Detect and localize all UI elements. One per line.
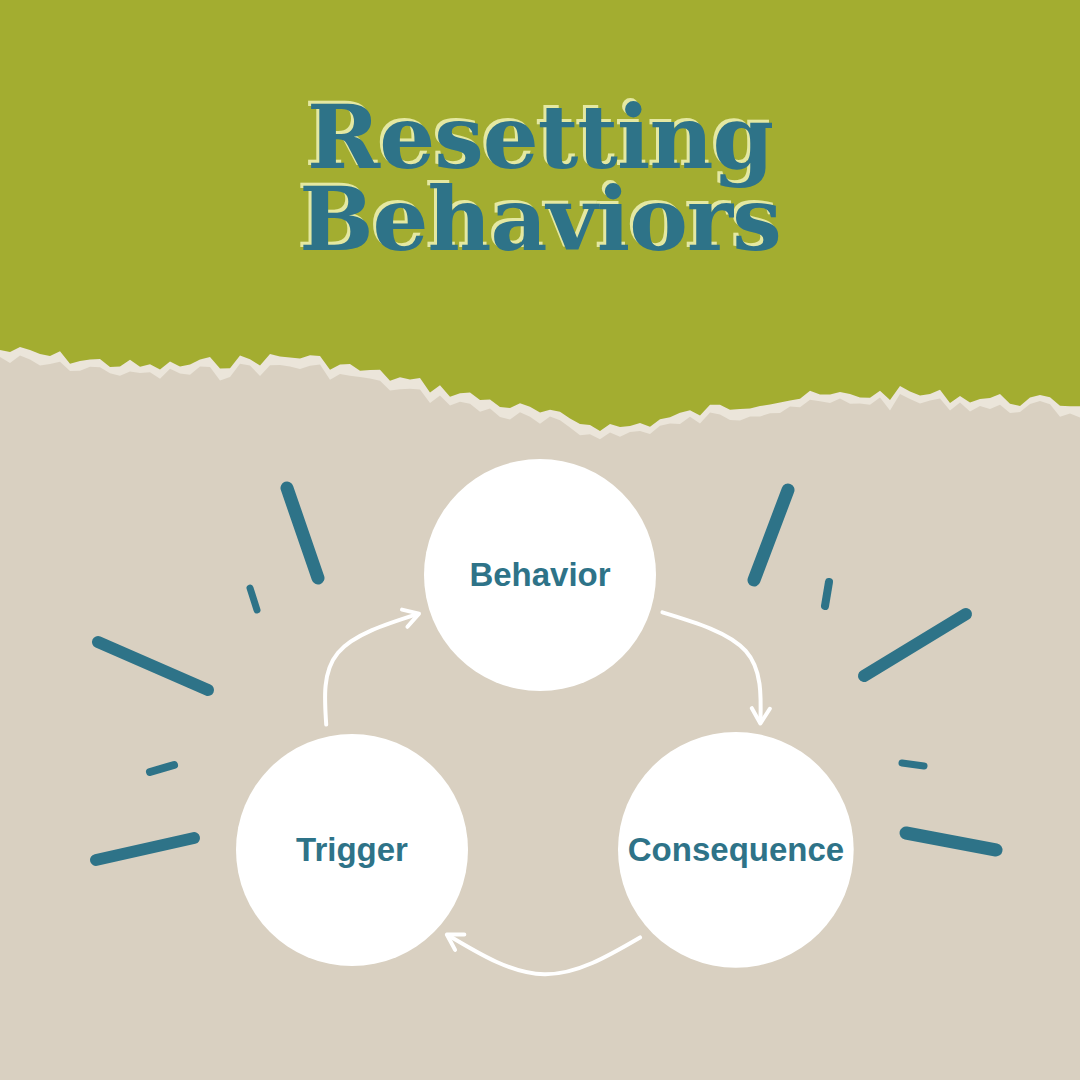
circle-fill <box>236 734 468 966</box>
cycle-circle: Trigger <box>236 734 468 966</box>
cycle-circle: Consequence <box>618 732 854 968</box>
node-label: Consequence <box>628 831 844 869</box>
cycle-arrow <box>662 612 760 722</box>
cycle-arrow <box>325 614 418 725</box>
green-band <box>0 0 1080 431</box>
spark-stroke <box>250 588 257 610</box>
spark-stroke <box>902 763 924 766</box>
cycle-circle: Behavior <box>424 459 656 691</box>
node-label: Behavior <box>469 556 610 594</box>
node-label: Trigger <box>296 831 408 869</box>
spark-stroke <box>754 490 788 580</box>
title: Resetting Behaviors <box>220 96 860 260</box>
spark-stroke <box>150 765 174 772</box>
spark-stroke <box>864 614 966 676</box>
circle-fill <box>618 732 854 968</box>
spark-stroke <box>906 833 996 850</box>
circle-fill <box>424 459 656 691</box>
spark-stroke <box>98 642 208 690</box>
torn-edge-light <box>0 0 1080 439</box>
title-block: Resetting Behaviors <box>0 96 1080 260</box>
cycle-arrow <box>448 935 640 974</box>
spark-stroke <box>825 582 829 606</box>
spark-stroke <box>96 838 194 860</box>
spark-stroke <box>287 488 318 578</box>
